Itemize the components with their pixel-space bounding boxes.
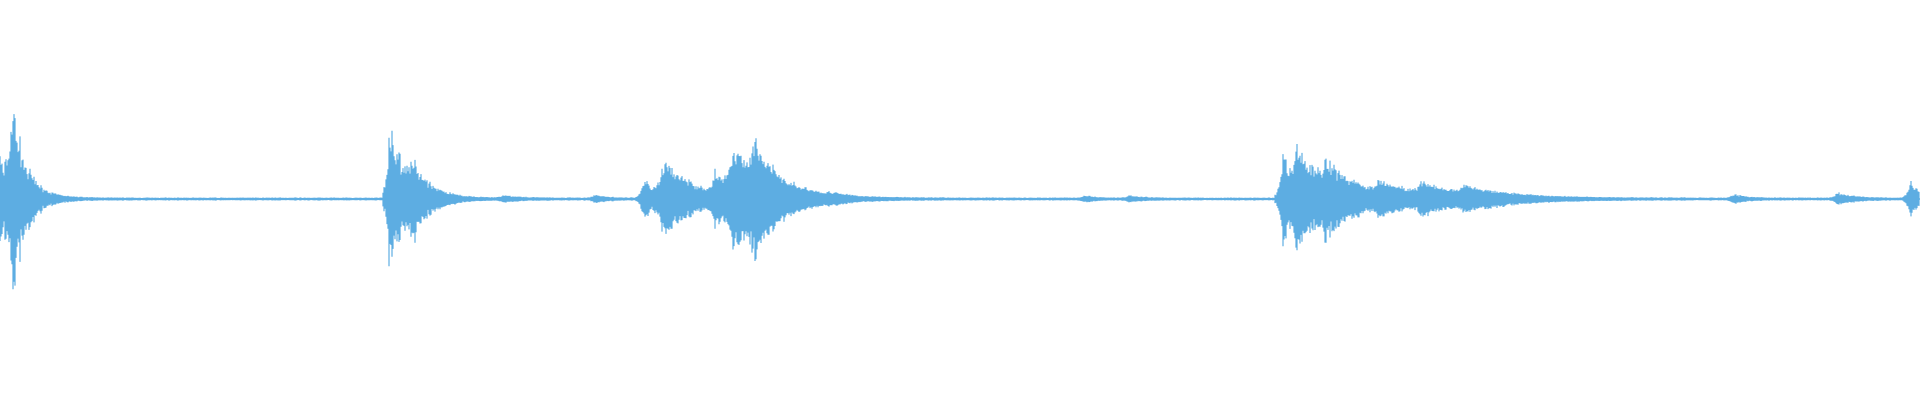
waveform-path <box>0 114 1920 290</box>
waveform-samples <box>0 114 1920 290</box>
